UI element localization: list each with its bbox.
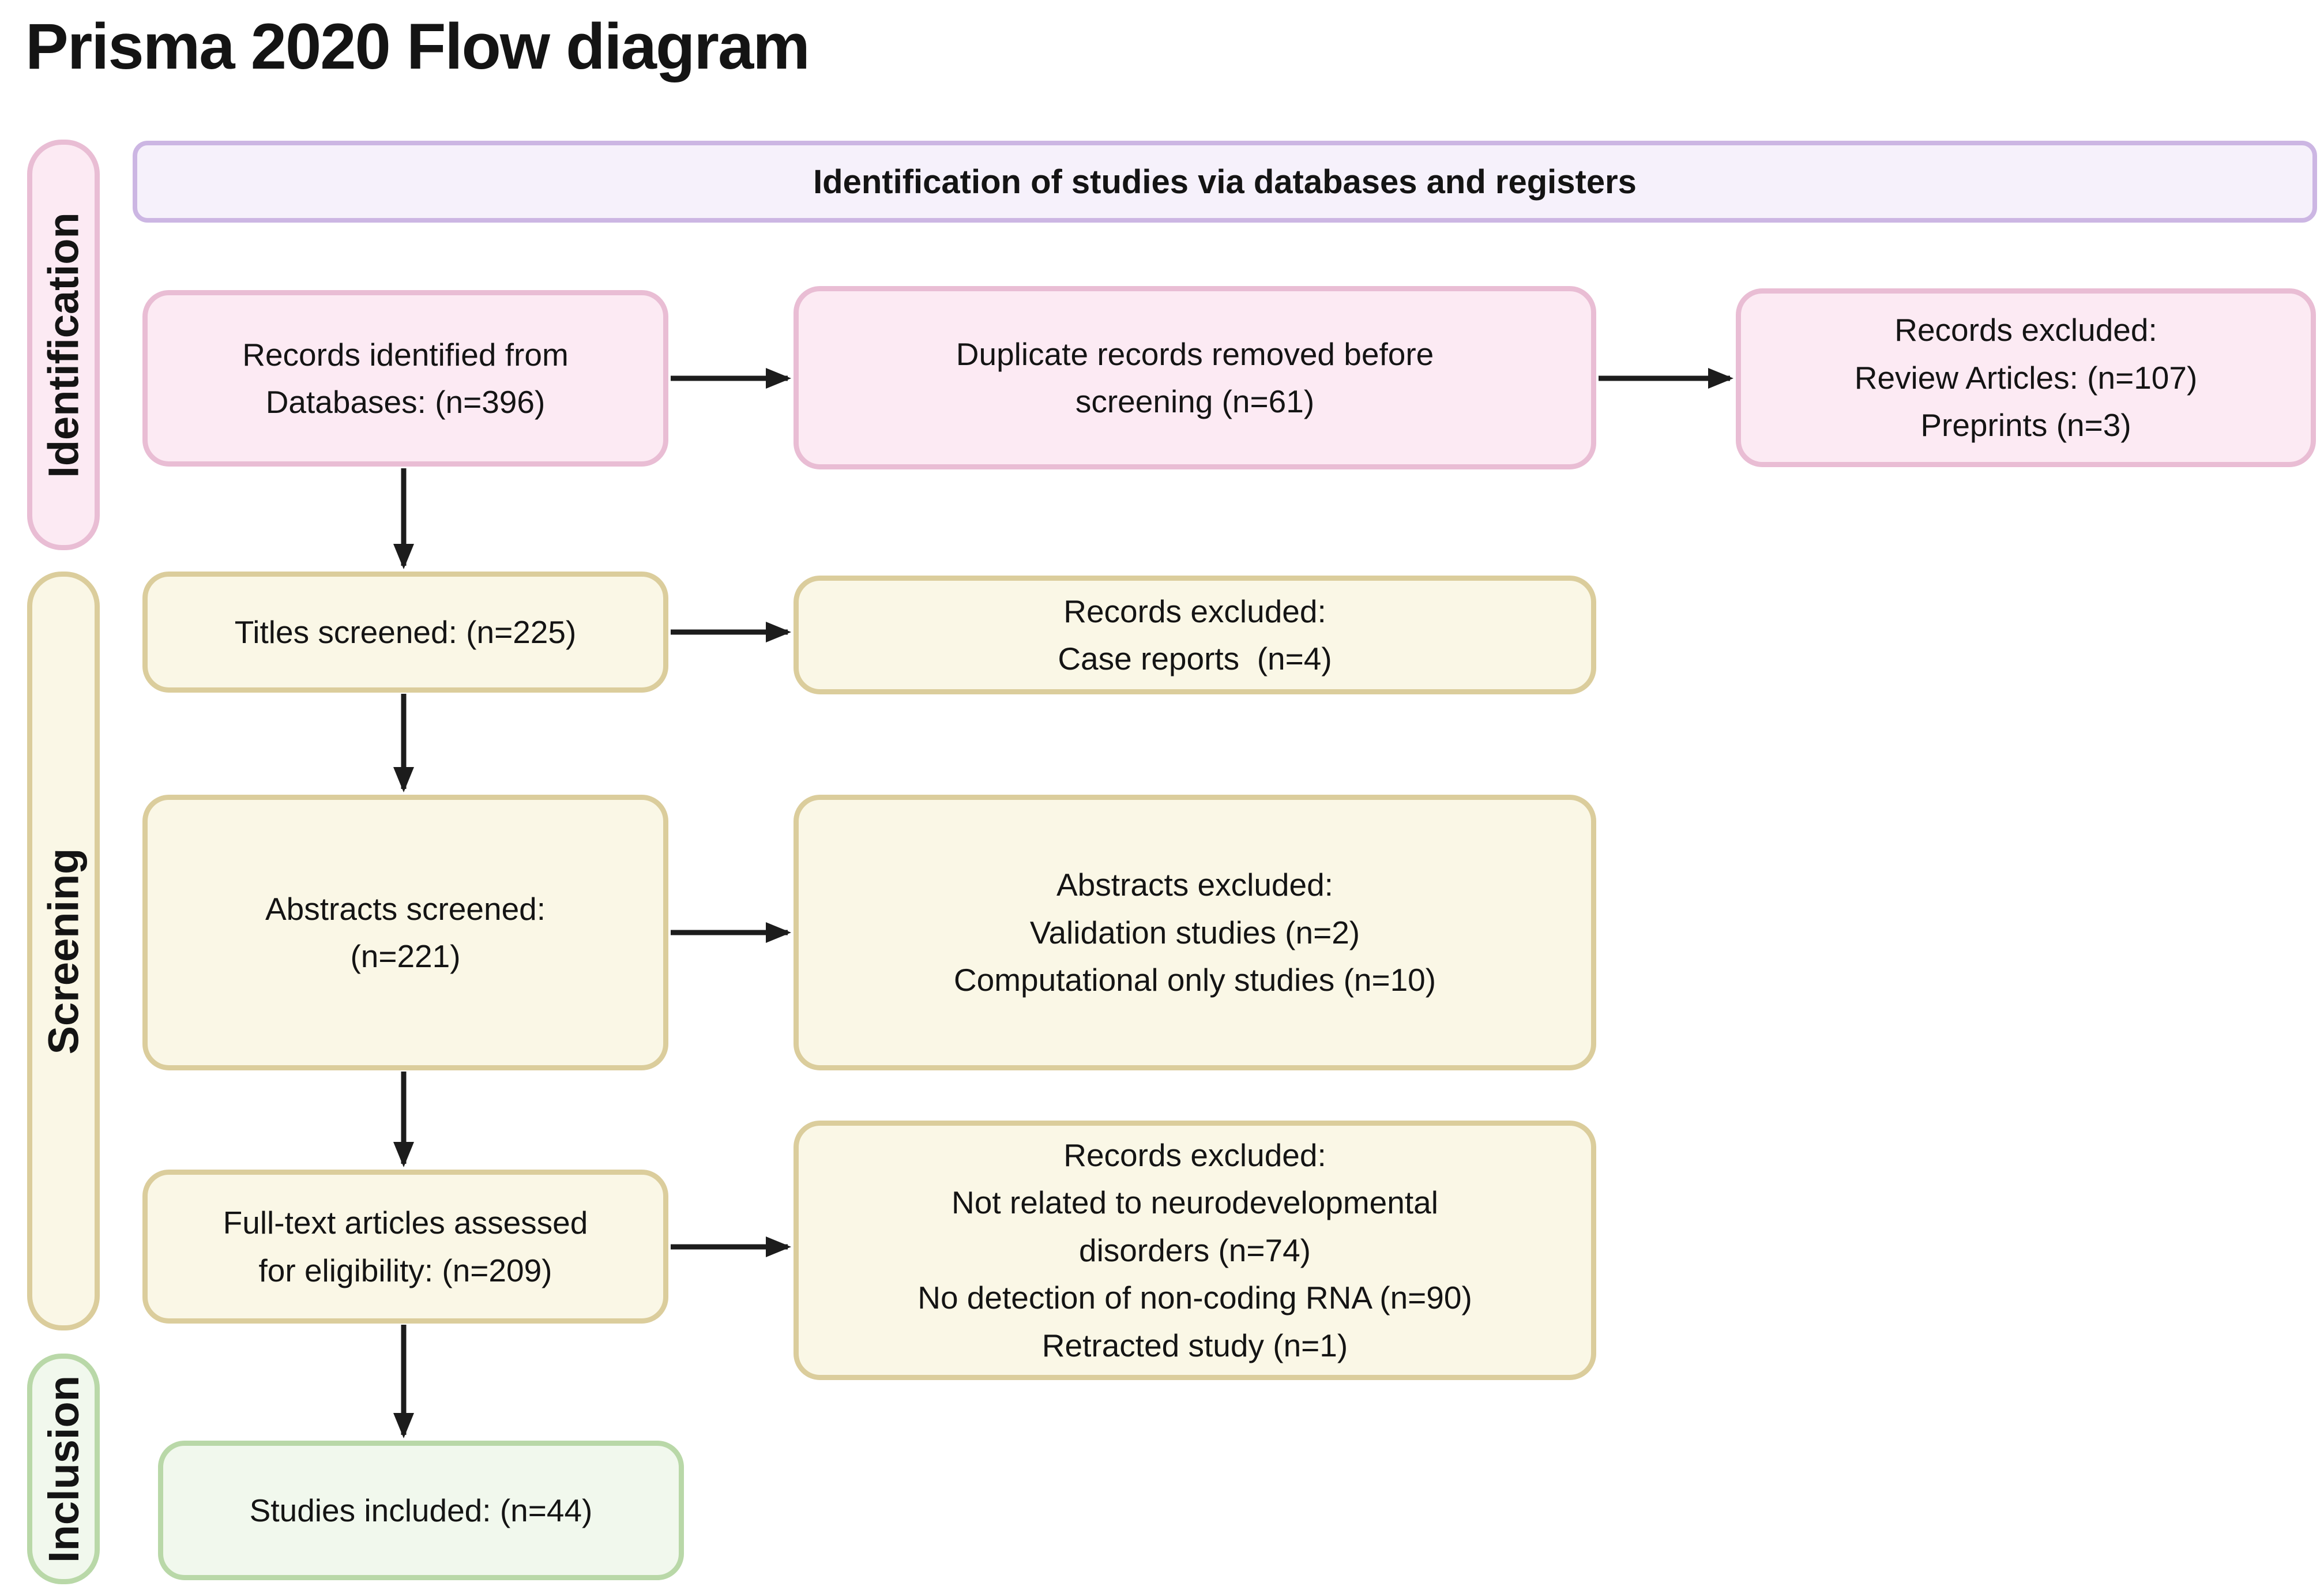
box-case-reports-excluded: Records excluded: Case reports (n=4) bbox=[794, 576, 1596, 694]
stage-inclusion-label: Inclusion bbox=[39, 1375, 88, 1563]
box-abstracts-excluded: Abstracts excluded: Validation studies (… bbox=[794, 795, 1596, 1070]
box-studies-included-text: Studies included: (n=44) bbox=[249, 1492, 593, 1528]
box-case-reports-excluded-text: Records excluded: Case reports (n=4) bbox=[1058, 593, 1332, 677]
box-records-excluded-full-text: Records excluded: Not related to neurode… bbox=[794, 1121, 1596, 1380]
box-full-text-assessed-text: Full-text articles assessed for eligibil… bbox=[223, 1205, 588, 1288]
stage-identification-label: Identification bbox=[39, 212, 88, 478]
box-abstracts-screened-text: Abstracts screened: (n=221) bbox=[265, 890, 546, 975]
stage-identification: Identification bbox=[27, 140, 100, 550]
box-duplicate-records-removed: Duplicate records removed before screeni… bbox=[794, 286, 1596, 469]
stage-screening: Screening bbox=[27, 572, 100, 1330]
box-studies-included: Studies included: (n=44) bbox=[158, 1441, 684, 1580]
banner-label: Identification of studies via databases … bbox=[813, 163, 1637, 201]
box-titles-screened: Titles screened: (n=225) bbox=[142, 572, 668, 693]
box-abstracts-screened: Abstracts screened: (n=221) bbox=[142, 795, 668, 1070]
stage-inclusion: Inclusion bbox=[27, 1354, 100, 1584]
banner-identification-via-databases: Identification of studies via databases … bbox=[133, 141, 2317, 223]
stage-screening-label: Screening bbox=[39, 848, 88, 1054]
page-title: Prisma 2020 Flow diagram bbox=[25, 10, 810, 82]
box-abstracts-excluded-text: Abstracts excluded: Validation studies (… bbox=[953, 867, 1436, 998]
box-records-excluded-full-text-text: Records excluded: Not related to neurode… bbox=[917, 1137, 1472, 1363]
box-titles-screened-text: Titles screened: (n=225) bbox=[234, 614, 577, 650]
box-duplicate-records-removed-text: Duplicate records removed before screeni… bbox=[956, 336, 1434, 420]
box-records-excluded-identification-text: Records excluded: Review Articles: (n=10… bbox=[1854, 312, 2198, 443]
box-records-identified: Records identified from Databases: (n=39… bbox=[142, 290, 668, 467]
box-full-text-assessed: Full-text articles assessed for eligibil… bbox=[142, 1170, 668, 1324]
box-records-identified-text: Records identified from Databases: (n=39… bbox=[242, 336, 569, 420]
box-records-excluded-identification: Records excluded: Review Articles: (n=10… bbox=[1736, 288, 2316, 467]
